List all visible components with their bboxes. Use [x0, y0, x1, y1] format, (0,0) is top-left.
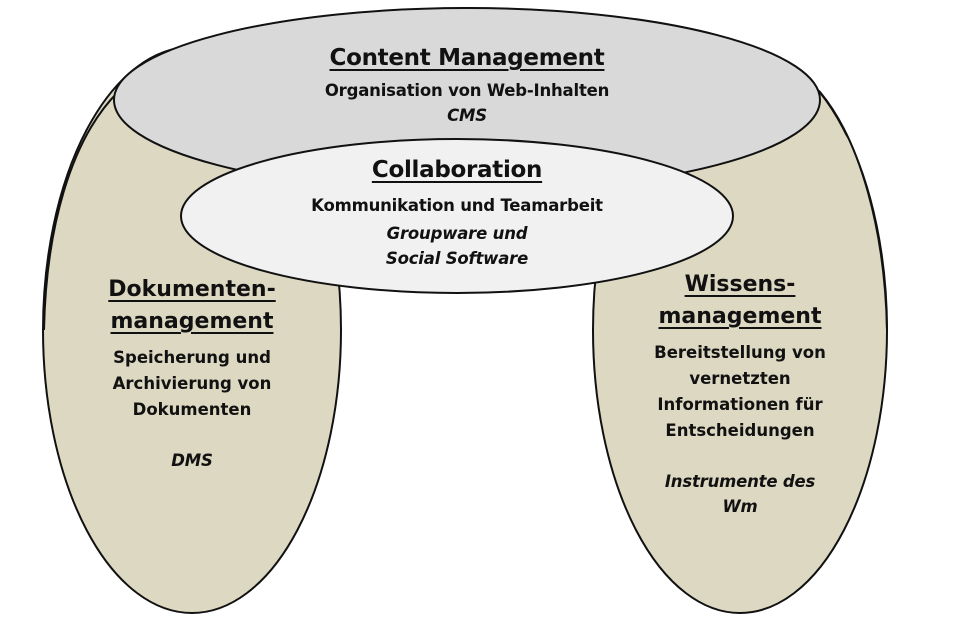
wissensmanagement-description-line-3: Informationen für	[657, 395, 823, 414]
wissensmanagement-description-line-1: Bereitstellung von	[654, 343, 826, 362]
wissensmanagement-tools-line-2: Wm	[722, 497, 758, 516]
wissensmanagement-description-line-4: Entscheidungen	[665, 421, 815, 440]
content-management-abbreviation: CMS	[447, 106, 487, 125]
content-management-title: Content Management	[329, 45, 605, 71]
dokumentenmanagement-description-line-1: Speicherung und	[113, 348, 271, 367]
collaboration-block: Collaboration Kommunikation und Teamarbe…	[311, 157, 603, 271]
dokumentenmanagement-title-line-2: management	[110, 309, 274, 334]
wissensmanagement-description-line-2: vernetzten	[689, 369, 791, 388]
dokumentenmanagement-title-line-1: Dokumenten-	[108, 277, 276, 302]
collaboration-description: Kommunikation und Teamarbeit	[311, 196, 603, 215]
content-management-description: Organisation von Web-Inhalten	[324, 81, 610, 100]
dokumentenmanagement-description-line-3: Dokumenten	[132, 400, 252, 419]
wissensmanagement-block: Wissens- management Bereitstellung von v…	[654, 269, 826, 519]
wissensmanagement-title-line-1: Wissens-	[684, 272, 796, 297]
dokumentenmanagement-description-line-2: Archivierung von	[112, 374, 272, 393]
dokumentenmanagement-block: Dokumenten- management Speicherung und A…	[108, 274, 275, 473]
wissensmanagement-tools-line-1: Instrumente des	[664, 472, 816, 491]
content-management-block: Content Management Organisation von Web-…	[324, 45, 610, 128]
collaboration-tools-line-1: Groupware und	[386, 224, 528, 243]
collaboration-title: Collaboration	[371, 157, 543, 183]
wissensmanagement-title-line-2: management	[658, 304, 822, 329]
collaboration-tools-line-2: Social Software	[385, 249, 529, 268]
dokumentenmanagement-abbreviation: DMS	[171, 451, 213, 470]
collaboration-ellipse	[180, 138, 734, 294]
